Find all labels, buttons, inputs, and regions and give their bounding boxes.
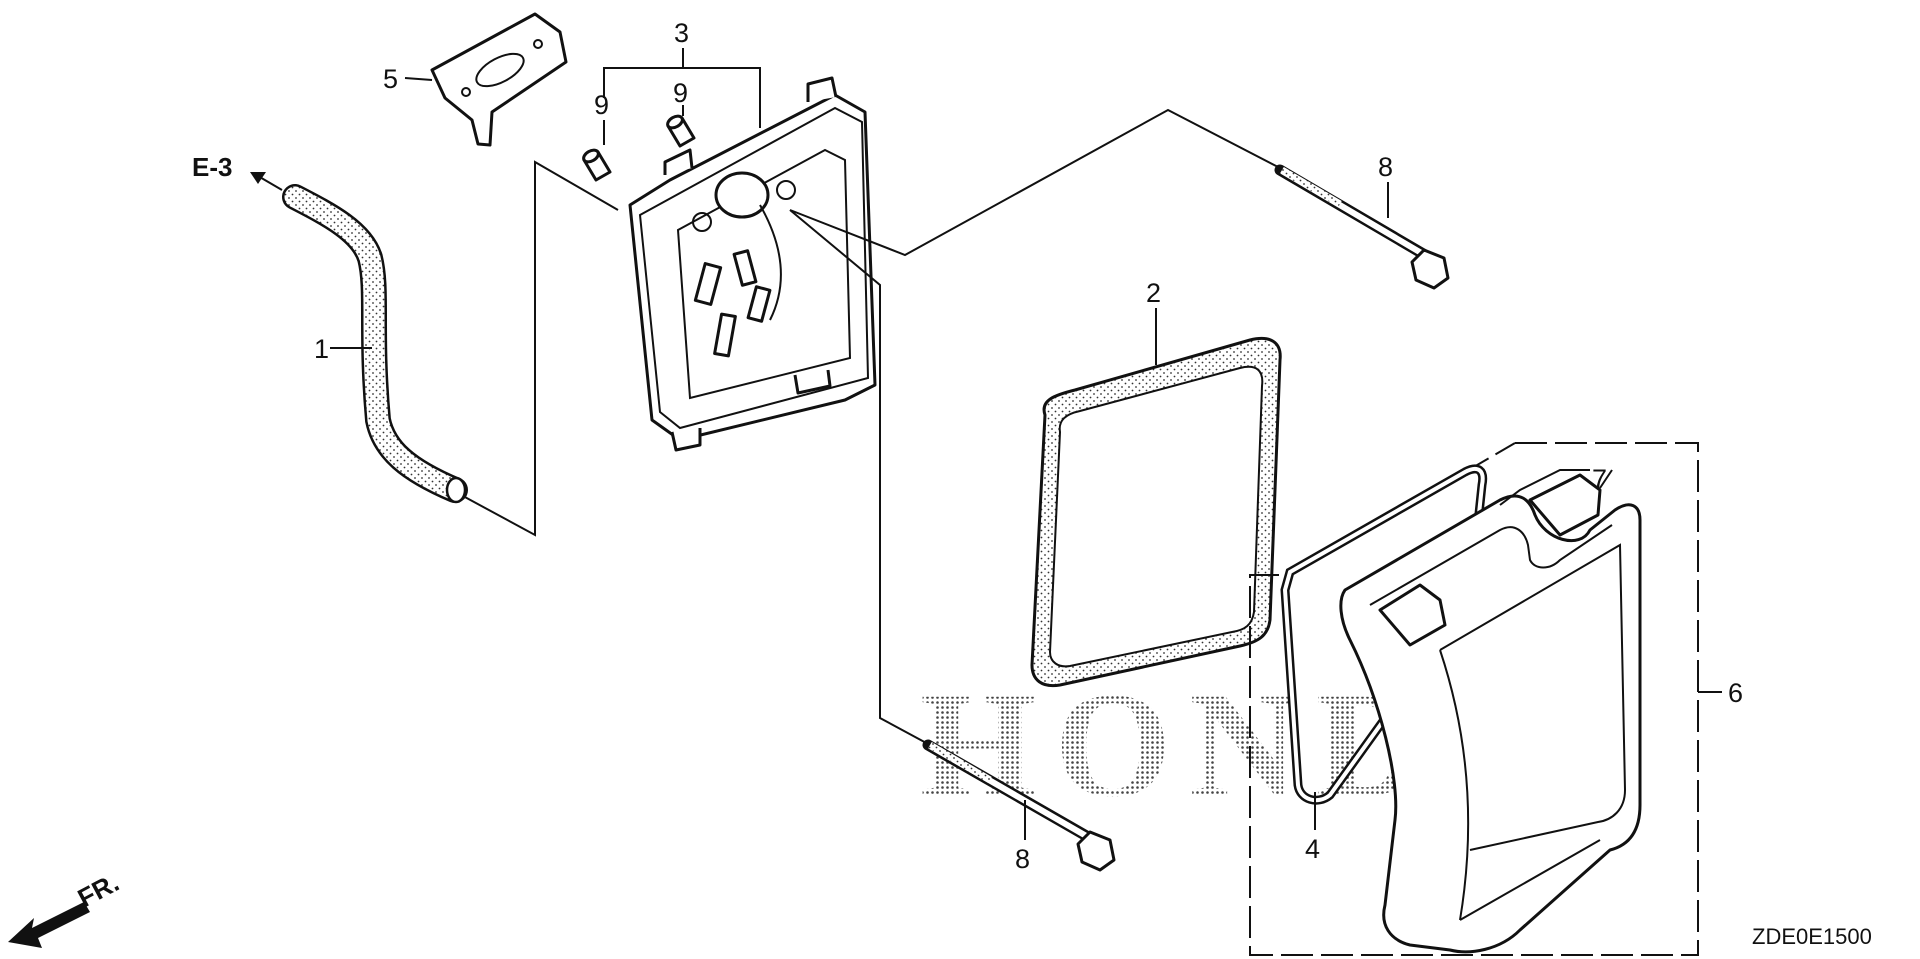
callout-8-upper: 8: [1378, 152, 1393, 182]
air-cleaner-cover-part-6: [1339, 469, 1642, 954]
breather-tube-part-1: [282, 184, 468, 504]
reference-code: ZDE0E1500: [1752, 924, 1872, 949]
callout-6: 6: [1728, 678, 1743, 708]
gasket-part-5: [430, 12, 568, 147]
callout-9-left: 9: [594, 90, 609, 120]
callout-2: 2: [1146, 278, 1161, 308]
collar-part-9-left: [582, 148, 612, 182]
callout-7: 7: [1592, 464, 1607, 494]
callout-9-right: 9: [673, 78, 688, 108]
filter-element-part-2: [1030, 336, 1282, 688]
callout-8-lower: 8: [1015, 844, 1030, 874]
bolt-part-8-lower: [922, 739, 1116, 872]
cross-reference-label: E-3: [192, 152, 232, 182]
callout-5: 5: [383, 64, 398, 94]
front-direction-arrow-icon: [8, 902, 90, 948]
callout-1: 1: [314, 334, 329, 364]
collar-part-9-right: [666, 114, 696, 148]
bolt-part-8-upper: [1274, 164, 1450, 290]
callout-4: 4: [1305, 834, 1320, 864]
callout-3: 3: [674, 18, 689, 48]
air-cleaner-case-part-3: [628, 76, 877, 452]
